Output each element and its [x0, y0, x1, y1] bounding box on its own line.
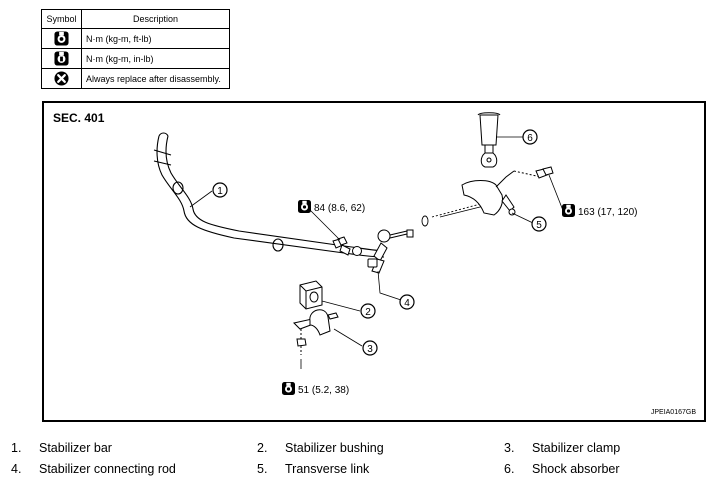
symbol-description: N·m (kg-m, in-lb): [81, 48, 230, 69]
symbol-table-header: Symbol Description: [41, 9, 230, 29]
stabilizer-bushing: [299, 280, 323, 310]
symbol-row: N·m (kg-m, ft-lb): [41, 28, 230, 49]
callout-label: 4: [404, 298, 410, 309]
always-replace-icon: [54, 71, 69, 86]
stabilizer-bar-end: [339, 244, 362, 256]
torque-label-84: 84 (8.6, 62): [298, 200, 365, 214]
symbol-row: N·m (kg-m, in-lb): [41, 48, 230, 69]
shock-absorber: [477, 112, 501, 168]
torque-value: 51 (5.2, 38): [298, 385, 349, 396]
callout-2: 2: [360, 303, 376, 319]
symbol-header: Symbol: [41, 9, 82, 29]
transverse-link-nut: [535, 166, 554, 179]
description-header: Description: [81, 9, 230, 29]
callout-6: 6: [522, 129, 538, 145]
callout-label: 1: [217, 186, 223, 197]
reference-code: JPEIA0167GB: [650, 409, 696, 416]
callout-1: 1: [212, 182, 228, 198]
torque-label-163: 163 (17, 120): [562, 204, 638, 218]
torque-value: 84 (8.6, 62): [314, 203, 365, 214]
exploded-view-diagram: 1 2 3 4 5 6 84 (8.6, 62) 163 (17,: [153, 112, 638, 396]
transverse-link: [461, 170, 542, 216]
torque-value: 163 (17, 120): [578, 207, 638, 218]
callout-label: 5: [536, 220, 542, 231]
symbol-description: N·m (kg-m, ft-lb): [81, 28, 230, 49]
torque-ft-lb-icon: [282, 382, 295, 395]
diagram-frame: SEC. 401 JPEIA0167GB: [42, 101, 706, 422]
symbol-row: Always replace after disassembly.: [41, 68, 230, 89]
symbol-table: Symbol Description N·m (kg-m, ft-lb) N·m…: [41, 9, 230, 89]
torque-label-51: 51 (5.2, 38): [282, 382, 349, 396]
callout-4: 4: [399, 294, 415, 310]
callout-label: 6: [527, 133, 533, 144]
clamp-bolt: [296, 329, 307, 355]
stabilizer-clamp: [293, 309, 339, 336]
symbol-description: Always replace after disassembly.: [81, 68, 230, 89]
callout-5: 5: [531, 216, 547, 232]
stabilizer-bar: [153, 132, 385, 258]
callout-3: 3: [362, 340, 378, 356]
callout-label: 2: [365, 307, 371, 318]
callout-label: 3: [367, 344, 373, 355]
torque-ft-lb-icon: [298, 200, 311, 213]
torque-ft-lb-icon: [54, 31, 69, 46]
connecting-rod-nut: [332, 236, 348, 249]
section-label: SEC. 401: [53, 111, 105, 125]
torque-in-lb-icon: [54, 51, 69, 66]
leader-lines: [189, 136, 565, 369]
torque-ft-lb-icon: [562, 204, 575, 217]
stabilizer-connecting-rod: [367, 229, 414, 274]
